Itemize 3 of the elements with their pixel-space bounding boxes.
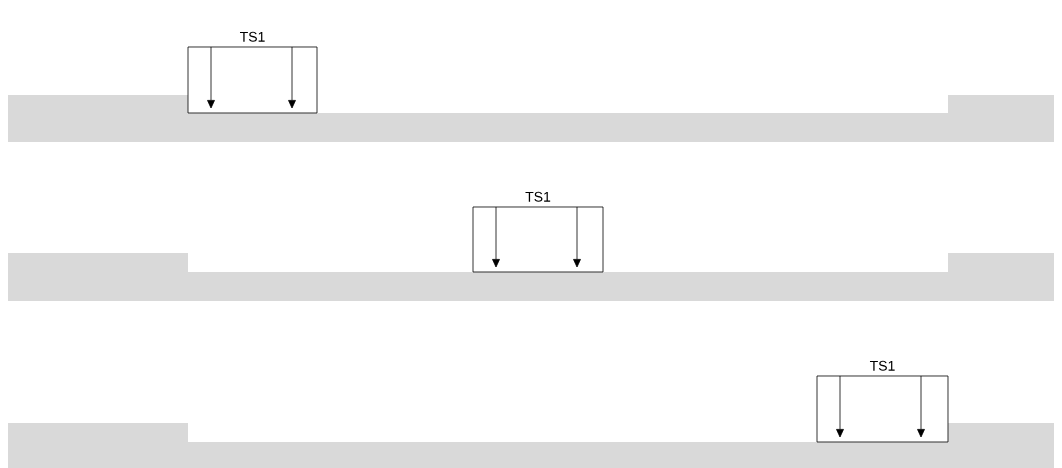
box-label: TS1 [240,31,265,42]
box-label: TS1 [870,360,895,371]
box-label: TS1 [525,191,551,202]
